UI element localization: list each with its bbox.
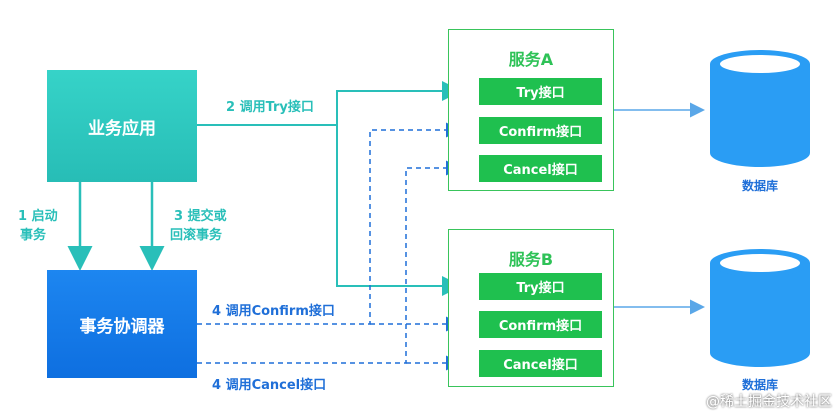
label-call-confirm: 4 调用Confirm接口 <box>212 304 335 319</box>
watermark: @稀土掘金技术社区 <box>706 394 832 410</box>
service-b-title: 服务B <box>508 250 554 269</box>
label-call-try: 2 调用Try接口 <box>226 100 314 115</box>
service-a-confirm: Confirm接口 <box>479 117 602 144</box>
database-b-icon <box>710 249 810 367</box>
transaction-coordinator-box: 事务协调器 <box>47 270 197 378</box>
service-b-try: Try接口 <box>479 273 602 300</box>
label-call-cancel: 4 调用Cancel接口 <box>212 378 327 393</box>
label-start-transaction-2: 事务 <box>20 228 47 243</box>
service-a-title: 服务A <box>508 50 554 69</box>
arrow-try-b <box>336 125 462 296</box>
database-a-label: 数据库 <box>741 179 778 193</box>
arrow-cancel-a <box>197 160 461 364</box>
business-app-box: 业务应用 <box>47 70 197 182</box>
label-start-transaction-1: 1 启动 <box>18 209 58 224</box>
service-b-cancel: Cancel接口 <box>479 350 602 377</box>
database-b-label: 数据库 <box>741 378 778 392</box>
arrow-try-a <box>197 81 462 126</box>
service-b-container: 服务B Try接口 Confirm接口 Cancel接口 <box>448 229 614 387</box>
service-b-confirm: Confirm接口 <box>479 311 602 338</box>
service-a-cancel: Cancel接口 <box>479 155 602 182</box>
service-a-container: 服务A Try接口 Confirm接口 Cancel接口 <box>448 29 614 191</box>
service-a-try: Try接口 <box>479 78 602 105</box>
arrow-confirm-a <box>197 122 461 325</box>
label-commit-rollback-2: 回滚事务 <box>170 228 223 243</box>
label-commit-rollback-1: 3 提交或 <box>174 209 227 224</box>
database-a-icon <box>710 50 810 167</box>
